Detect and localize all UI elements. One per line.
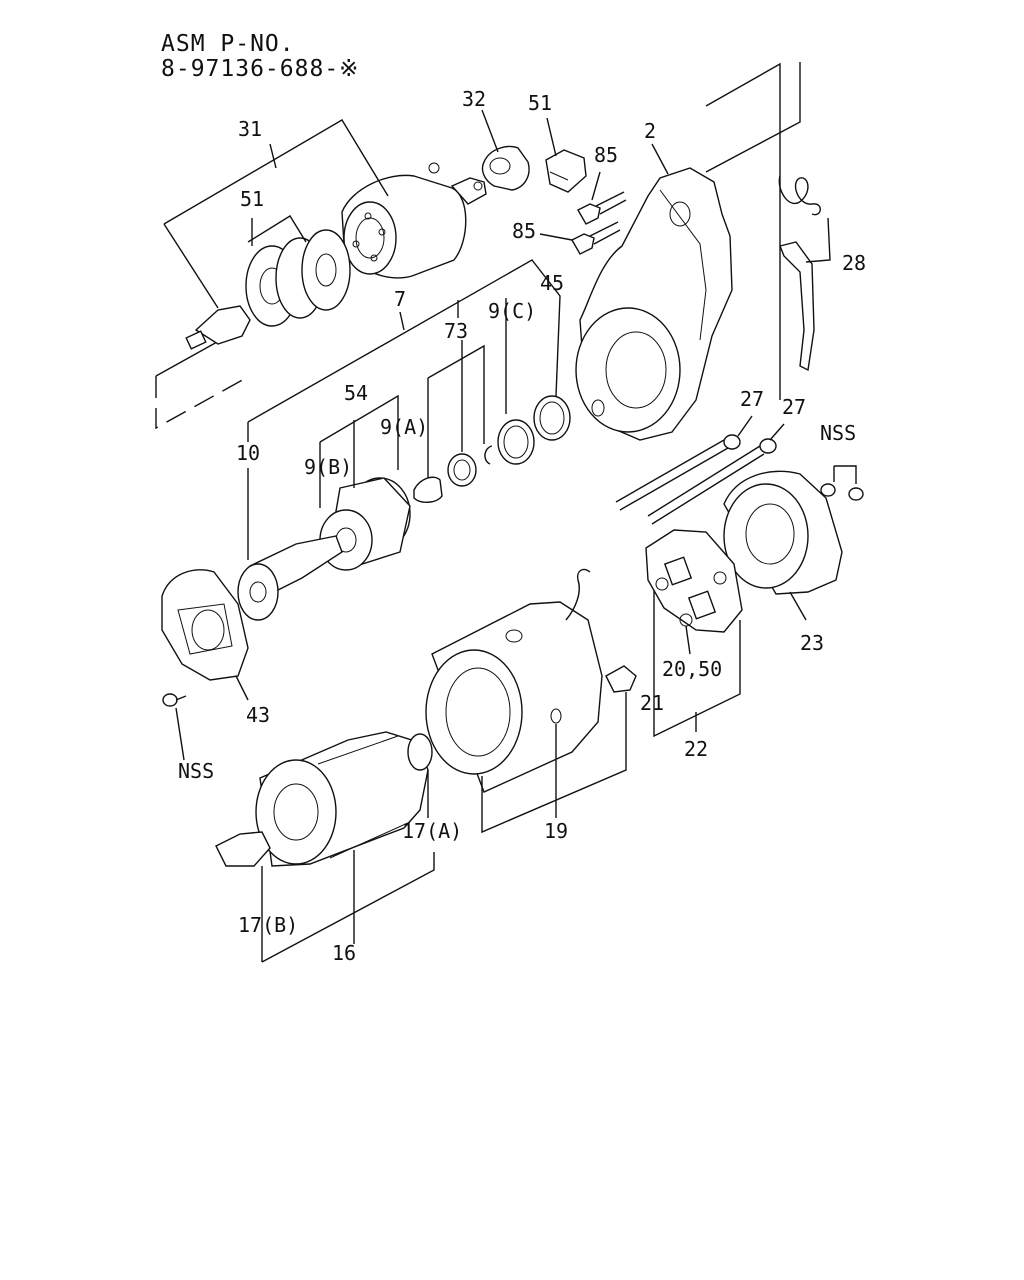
screw-part-left [162,693,187,707]
callout-28: 28 [842,251,866,275]
callout-9b: 9(B) [304,455,352,479]
callout-31: 31 [238,117,262,141]
callout-27-right: 27 [782,395,806,419]
callout-51-discs: 51 [240,187,264,211]
callout-16: 16 [332,941,356,965]
ring-and-bearing-parts [413,395,571,503]
leader-lines [163,109,857,963]
callout-9a: 9(A) [380,415,428,439]
callout-51-cap: 51 [528,91,552,115]
callout-20-50: 20,50 [662,657,722,681]
callout-27-left: 27 [740,387,764,411]
callout-19: 19 [544,819,568,843]
callout-85-lower: 85 [512,219,536,243]
solenoid-switch-part [185,162,487,350]
callout-10: 10 [236,441,260,465]
armature-part [215,731,433,867]
assembly-part-number-value: 8-97136-688-※ [161,56,359,82]
callout-nss-right: NSS [820,421,856,445]
commutator-end-cover-part [723,470,843,595]
assembly-part-number-label: ASM P-NO. [161,31,295,57]
drive-cover-plate-part [161,569,249,681]
callout-22: 22 [684,737,708,761]
callout-7: 7 [394,287,406,311]
callout-54: 54 [344,381,368,405]
callout-17a: 17(A) [402,819,462,843]
callout-9c: 9(C) [488,299,536,323]
callout-17b: 17(B) [238,913,298,937]
bolt-parts [571,191,627,255]
boot-cap-part [481,145,530,191]
callout-23: 23 [800,631,824,655]
terminal-cap-part [545,149,587,193]
callout-labels: 31 32 51 51 85 85 2 28 7 73 9(C) 45 54 9… [178,87,866,965]
screw-parts-right [820,483,864,501]
yoke-field-coil-part [425,568,637,793]
callout-2: 2 [644,119,656,143]
callout-45: 45 [540,271,564,295]
through-bolt-parts [615,434,777,525]
callout-43: 43 [246,703,270,727]
callout-73: 73 [444,319,468,343]
callout-85-upper: 85 [594,143,618,167]
drive-end-housing-part [575,167,733,441]
callout-21: 21 [640,691,664,715]
overrunning-clutch-part [237,477,411,621]
retainer-clip-part [778,175,821,372]
brush-holder-part [645,529,743,633]
callout-32: 32 [462,87,486,111]
callout-nss-left: NSS [178,759,214,783]
